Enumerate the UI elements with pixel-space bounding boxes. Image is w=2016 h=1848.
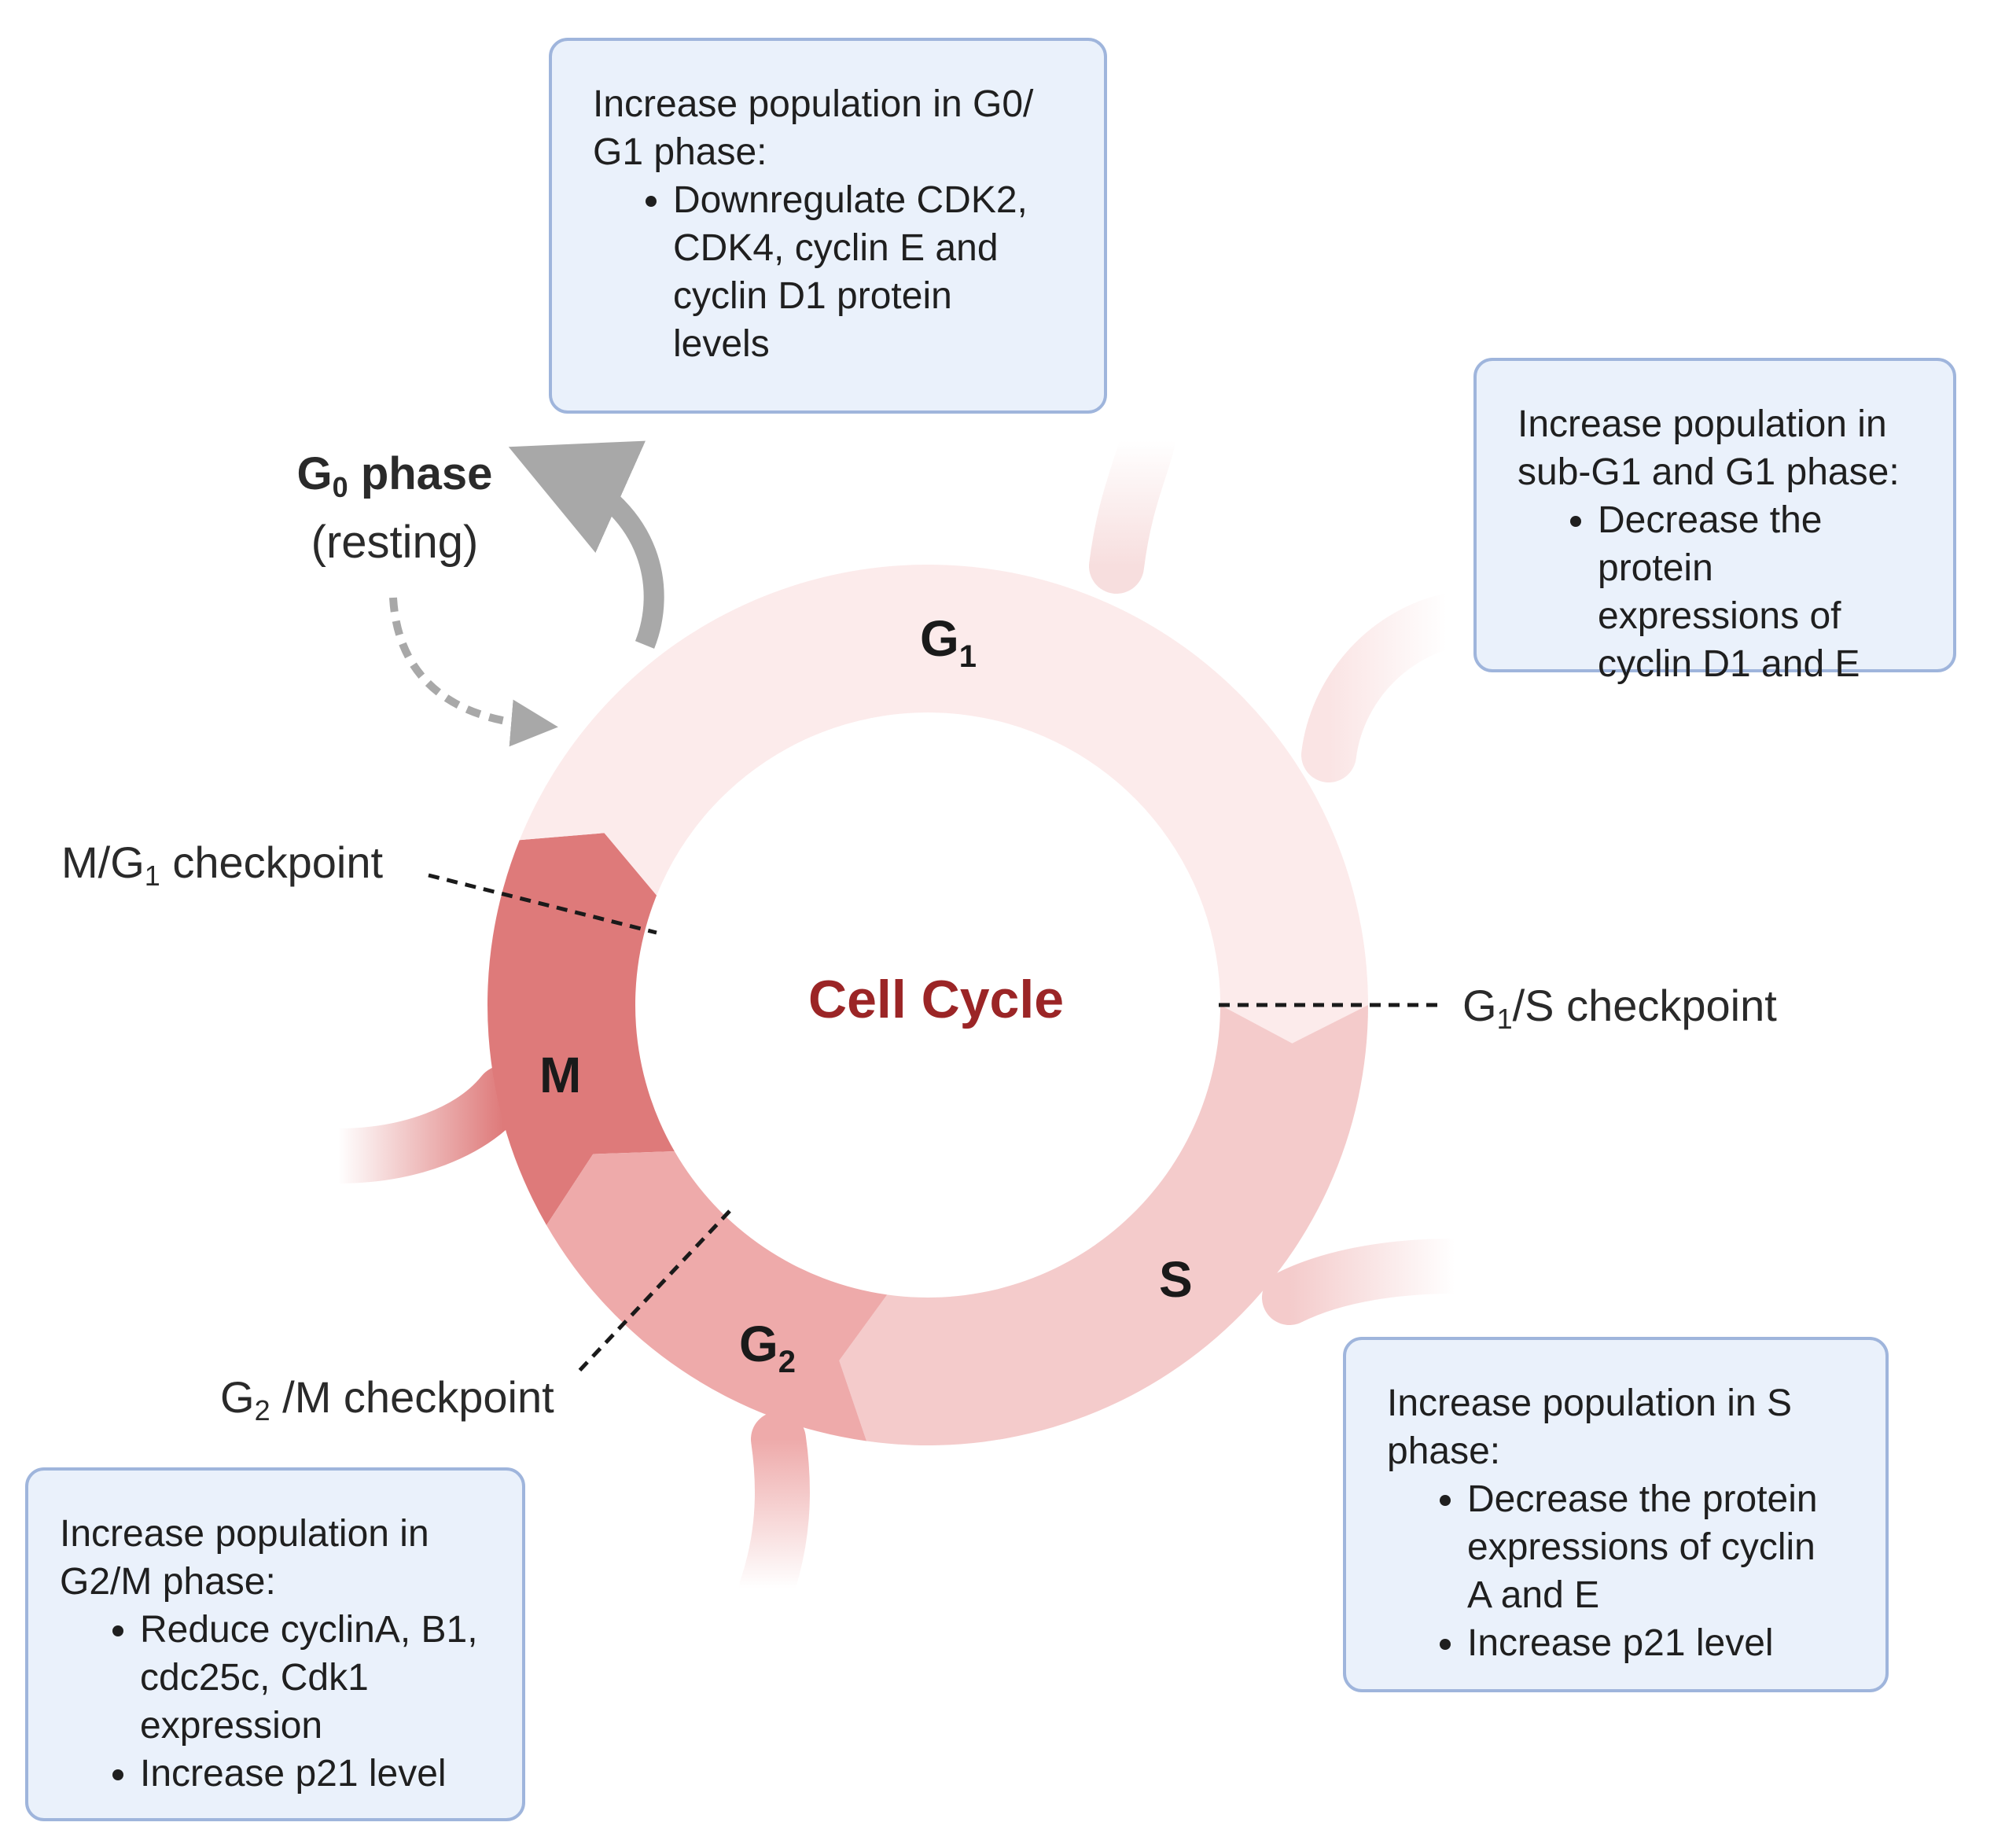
list-item: Increase p21 level (1467, 1619, 1830, 1667)
g2-phase-segment (546, 1151, 888, 1441)
s-exit-branch (1262, 1239, 1482, 1325)
s-phase-box-heading: Increase population in S phase: (1387, 1382, 1793, 1472)
g2-m-box-heading: Increase population in G2/M phase: (60, 1513, 429, 1603)
g0-g1-box-heading: Increase population in G0/ G1 phase: (593, 83, 1034, 173)
g2-phase-label: G2 (739, 1316, 796, 1379)
list-item: Reduce cyclinA, B1, cdc25c, Cdk1 express… (140, 1606, 491, 1750)
list-item: Decrease the protein expressions of cycl… (1467, 1475, 1830, 1619)
sub-g1-box-heading: Increase population in sub-G1 and G1 pha… (1518, 403, 1900, 493)
diagram-title: Cell Cycle (808, 970, 1065, 1029)
g2-m-box-bullets: Reduce cyclinA, B1, cdc25c, Cdk1 express… (60, 1606, 491, 1798)
g0-return-arrow (389, 597, 558, 747)
cell-cycle-ring (487, 565, 1369, 1446)
s-phase-info-box: Increase population in S phase: Decrease… (1343, 1337, 1889, 1692)
m-phase-label: M (539, 1047, 582, 1103)
s-phase-label: S (1159, 1251, 1193, 1308)
g0-resting-note: (resting) (311, 517, 479, 568)
g0-exit-arrow (508, 440, 664, 649)
m-exit-branch (311, 1066, 531, 1184)
list-item: Decrease the protein expressions of cycl… (1598, 496, 1922, 688)
g1-s-checkpoint-label: G1/S checkpoint (1462, 981, 1777, 1035)
m-g1-checkpoint-label: M/G1 checkpoint (61, 837, 384, 892)
g1-exit-branch-top (1089, 413, 1175, 594)
sub-g1-box-bullets: Decrease the protein expressions of cycl… (1518, 496, 1922, 688)
g2-m-checkpoint-label: G2 /M checkpoint (220, 1372, 554, 1426)
g0-phase-label: G0 phase (resting) (296, 448, 493, 568)
list-item: Increase p21 level (140, 1750, 491, 1798)
g2-m-info-box: Increase population in G2/M phase: Reduc… (25, 1467, 525, 1821)
g0-g1-box-bullets: Downregulate CDK2, CDK4, cyclin E and cy… (593, 176, 1057, 368)
g0-g1-info-box: Increase population in G0/ G1 phase: Dow… (549, 38, 1107, 414)
m-g1-checkpoint-line (428, 873, 657, 935)
s-phase-box-bullets: Decrease the protein expressions of cycl… (1387, 1475, 1830, 1667)
g2-exit-branch (739, 1412, 810, 1616)
g1-exit-branch-right (1301, 594, 1474, 782)
s-phase-segment (839, 1005, 1369, 1446)
m-phase-segment (487, 833, 675, 1225)
g1-phase-label: G1 (920, 610, 977, 674)
sub-g1-info-box: Increase population in sub-G1 and G1 pha… (1473, 358, 1956, 685)
g1-phase-segment (519, 565, 1368, 1044)
list-item: Downregulate CDK2, CDK4, cyclin E and cy… (673, 176, 1057, 368)
